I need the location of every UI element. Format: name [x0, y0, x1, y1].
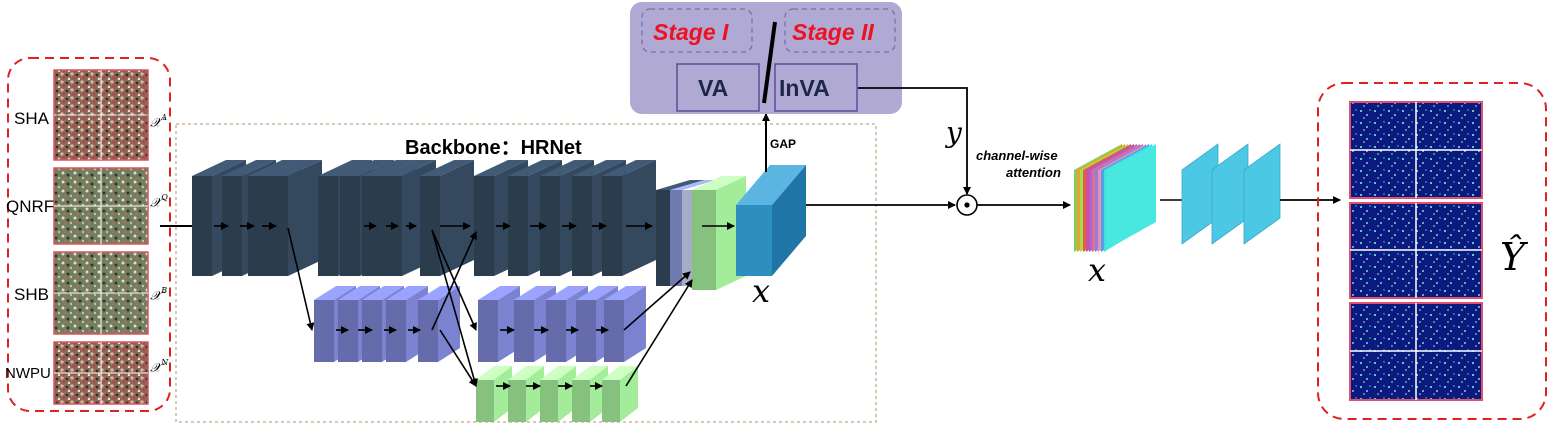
hrnet-arrows: [214, 196, 1257, 390]
stage1-box: [641, 8, 753, 53]
stage1-label: Stage I: [653, 19, 729, 45]
density-map-group-3: [1349, 302, 1483, 401]
dataset-symbol-nwpu: 𝒳N: [150, 358, 169, 376]
dataset-qnrf: [53, 167, 149, 245]
stage-divider: [762, 21, 777, 104]
stage2-box: [784, 8, 896, 53]
light-block-6: [478, 286, 520, 362]
x-label-backbone: x: [752, 272, 770, 310]
dataset-symbol-sha: 𝒳A: [150, 113, 167, 131]
y-hat-label: Ŷ: [1500, 235, 1529, 279]
dataset-symbol-qnrf: 𝒳Q: [150, 193, 168, 211]
gap-label: GAP: [770, 137, 796, 151]
attention-feature-stack: [1074, 144, 1156, 252]
dataset-label-qnrf: QNRF: [6, 197, 54, 216]
backbone-title: Backbone：HRNet: [405, 137, 582, 159]
merge-arrow-1: [623, 271, 691, 331]
hrnet-blocks: [192, 160, 746, 422]
dataset-label-shb: SHB: [14, 285, 49, 304]
dataset-nwpu: [53, 341, 149, 405]
attention-label-line2: attention: [1006, 165, 1061, 180]
merge-arrow-2: [625, 279, 693, 387]
green-block-5: [602, 366, 638, 422]
dataset-label-sha: SHA: [14, 109, 50, 128]
green-block-1: [476, 366, 512, 422]
decoder-block-3: [1243, 143, 1281, 245]
attention-label-line1: channel-wise: [976, 148, 1058, 163]
va-box[interactable]: [676, 63, 760, 112]
backbone-frame: [175, 123, 877, 423]
cross-arrow-4: [439, 329, 477, 387]
inva-label: InVA: [779, 75, 830, 101]
cross-arrow-2: [431, 231, 477, 331]
branch-down-arrow: [287, 227, 315, 331]
density-map-group-1: [1349, 101, 1483, 199]
cross-arrow-3: [431, 229, 478, 387]
light-block-10: [604, 286, 646, 362]
dataset-symbol-shb: 𝒳B: [150, 286, 167, 304]
stage-panel: Stage I Stage II VA InVA: [630, 2, 902, 114]
x-label-attention: x: [1088, 251, 1106, 289]
decoder-blocks: [1181, 143, 1281, 245]
output-panel: [1317, 82, 1547, 420]
green-block-3: [540, 366, 576, 422]
va-label: VA: [698, 75, 728, 101]
y-label: y: [944, 116, 963, 149]
dataset-panel: SHA QNRF SHB NWPU 𝒳A 𝒳Q 𝒳B 𝒳N: [5, 57, 171, 412]
dataset-label-nwpu: NWPU: [5, 365, 51, 382]
dark-block-9: [420, 160, 474, 276]
green-block-2: [508, 366, 544, 422]
stage2-label: Stage II: [792, 19, 874, 45]
dataset-sha: [53, 69, 149, 161]
density-map-group-2: [1349, 202, 1483, 299]
dark-block-14: [602, 160, 656, 276]
inva-box[interactable]: [774, 63, 858, 112]
dark-block-4: [268, 160, 322, 276]
y-path: [858, 87, 971, 195]
attention-front-face: [1106, 144, 1156, 250]
dataset-shb: [53, 251, 149, 335]
feature-block-x: [736, 165, 806, 276]
